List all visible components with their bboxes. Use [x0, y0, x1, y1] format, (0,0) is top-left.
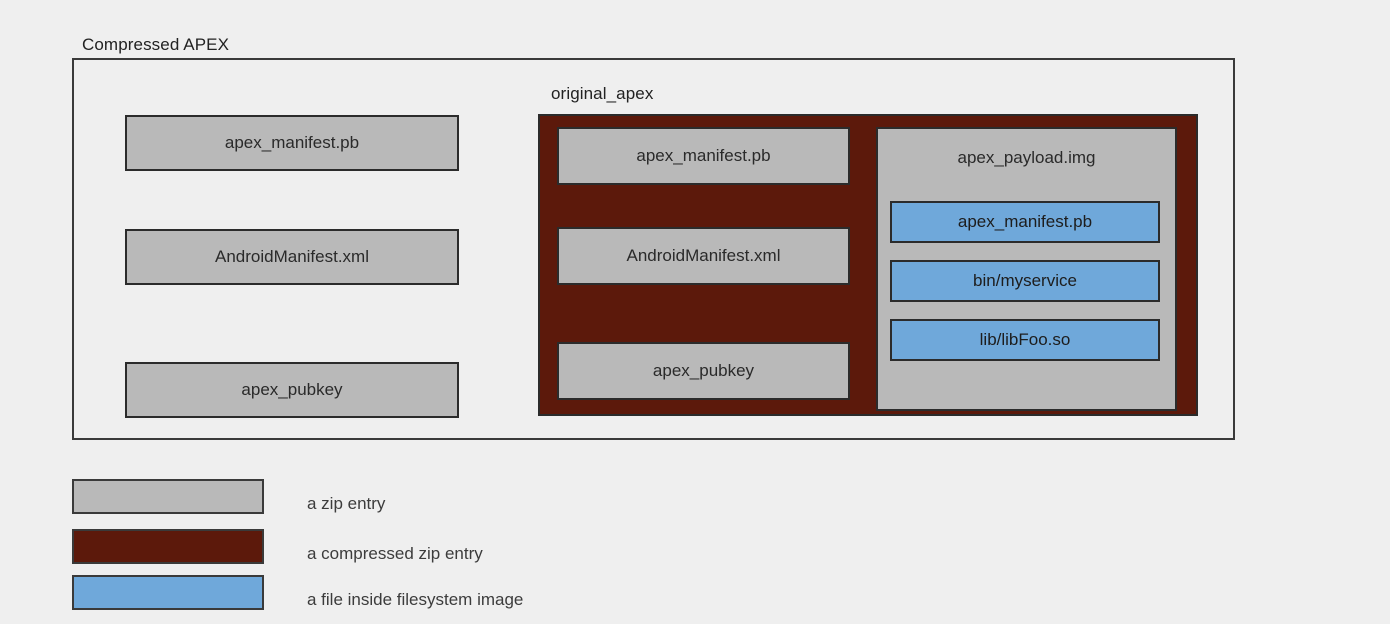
zip-entry-apex-pubkey: apex_pubkey — [125, 362, 459, 418]
zip-entry-label: apex_manifest.pb — [224, 133, 360, 152]
zip-entry-androidmanifest-xml: AndroidManifest.xml — [125, 229, 459, 285]
zip-entry-label: apex_manifest.pb — [636, 146, 771, 165]
legend-label-compressed-zip-entry: a compressed zip entry — [307, 544, 483, 563]
legend-swatch-zip-entry — [72, 479, 264, 514]
legend-label-zip-entry: a zip entry — [307, 494, 386, 513]
original-apex-label: original_apex — [551, 84, 654, 103]
original-apex-entry-apex-manifest-pb: apex_manifest.pb — [557, 127, 850, 185]
zip-entry-apex-manifest-pb: apex_manifest.pb — [125, 115, 459, 171]
legend-label-filesystem-file: a file inside filesystem image — [307, 590, 524, 609]
zip-entry-label: AndroidManifest.xml — [214, 247, 369, 266]
apex-payload-img-panel: apex_payload.img apex_manifest.pb bin/my… — [876, 127, 1177, 411]
original-apex-entry-androidmanifest-xml: AndroidManifest.xml — [557, 227, 850, 285]
fs-file-lib-libfoo-so: lib/libFoo.so — [890, 319, 1160, 361]
legend-swatch-filesystem-file — [72, 575, 264, 610]
fs-file-label: bin/myservice — [973, 271, 1077, 290]
fs-file-label: lib/libFoo.so — [979, 330, 1071, 349]
fs-file-apex-manifest-pb: apex_manifest.pb — [890, 201, 1160, 243]
compressed-zip-entry-original-apex: apex_manifest.pb AndroidManifest.xml ape… — [538, 114, 1198, 416]
apex-payload-img-title: apex_payload.img — [957, 148, 1096, 167]
fs-file-label: apex_manifest.pb — [957, 212, 1093, 231]
zip-entry-label: apex_pubkey — [652, 361, 755, 380]
zip-entry-label: apex_pubkey — [241, 380, 343, 399]
compressed-apex-label: Compressed APEX — [82, 35, 230, 54]
zip-entry-label: AndroidManifest.xml — [626, 246, 781, 265]
fs-file-bin-myservice: bin/myservice — [890, 260, 1160, 302]
original-apex-entry-apex-pubkey: apex_pubkey — [557, 342, 850, 400]
legend-swatch-compressed-zip-entry — [72, 529, 264, 564]
